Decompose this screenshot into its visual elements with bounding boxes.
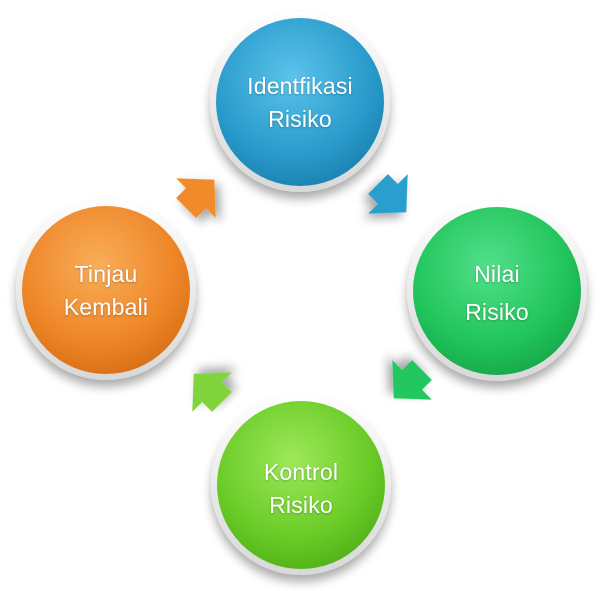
node-kontrol-line2: Risiko [269,492,333,518]
arrow-identifikasi-to-nilai [368,174,408,214]
node-tinjau-circle [16,200,196,380]
node-tinjau-line2: Kembali [63,294,149,320]
arrow-nilai-to-kontrol [392,360,432,400]
node-identifikasi-circle [210,12,390,192]
arrow-tinjau-to-identifikasi [176,178,216,218]
node-nilai-label: Nilai Risiko [407,255,587,331]
node-nilai-circle [407,201,587,381]
node-identifikasi-label: Identfikasi Risiko [210,70,390,136]
node-tinjau-label: Tinjau Kembali [16,258,196,324]
node-nilai-line2: Risiko [465,299,529,325]
node-kontrol-line1: Kontrol [263,459,339,485]
node-tinjau-line1: Tinjau [74,261,138,287]
node-identifikasi-line2: Risiko [268,106,332,132]
node-nilai-line1: Nilai [474,261,520,287]
node-kontrol-circle [211,395,391,575]
node-kontrol-label: Kontrol Risiko [211,456,391,522]
arrow-kontrol-to-tinjau [192,372,232,412]
node-identifikasi-line1: Identfikasi [247,73,353,99]
